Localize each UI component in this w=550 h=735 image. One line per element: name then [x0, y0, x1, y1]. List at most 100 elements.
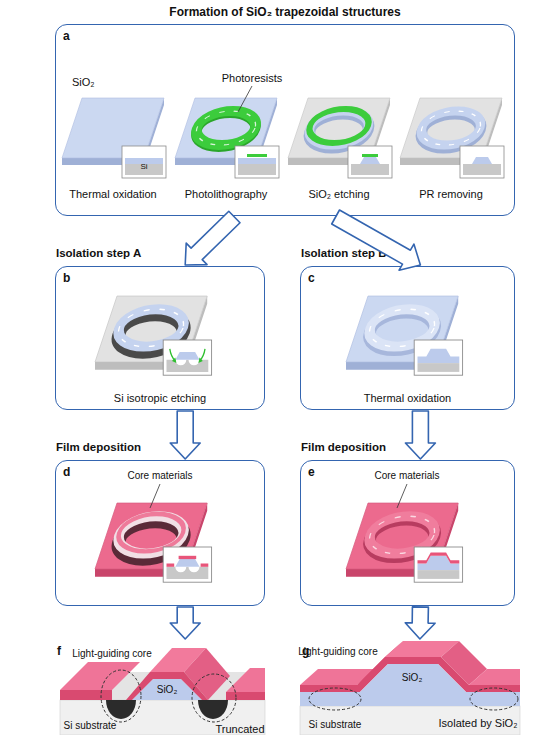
cross-section-inset [163, 340, 211, 375]
resist-ring [304, 109, 373, 143]
part-label: Core materials [374, 470, 439, 481]
part-label: Thermal oxidation [69, 188, 156, 200]
panel-letter: b [63, 271, 70, 285]
si-layer [418, 570, 460, 579]
core-layer [167, 564, 175, 567]
process-panel: Film depositiond [55, 460, 265, 606]
oxidized-wafer [62, 98, 166, 178]
flow-arrow [170, 411, 200, 459]
si-layer [167, 567, 209, 579]
flow-arrow [185, 211, 240, 265]
cross-section-inset [122, 146, 166, 178]
leader-line [238, 86, 252, 112]
step-caption: Thermal oxidation [301, 392, 514, 404]
sio2-trapezoid [175, 559, 199, 567]
undercut-wafer [95, 296, 212, 375]
part-label: Si substrate [64, 720, 117, 731]
panel-heading: Formation of SiO₂ trapezoidal structures [56, 5, 514, 19]
flow-arrow [332, 210, 421, 270]
core-film-front [226, 692, 265, 700]
part-label: Si [140, 163, 147, 172]
si-layer [167, 360, 209, 372]
panel-heading: Film deposition [301, 441, 386, 453]
wafer-side [95, 296, 207, 370]
sio2-front [300, 664, 520, 706]
inset-frame [122, 146, 166, 178]
panel-heading: Isolation step A [56, 247, 141, 259]
cross-section-inset [163, 547, 211, 582]
core-slope [184, 648, 230, 700]
part-label: SiO₂ [402, 672, 423, 683]
highlight-ellipse [309, 688, 361, 710]
flow-arrow [405, 411, 435, 459]
part-label: Light-guiding core [298, 646, 378, 657]
ring-highlight [416, 111, 485, 145]
panel-letter: f [57, 644, 61, 658]
resist-ring [191, 111, 260, 145]
core-layer [179, 556, 197, 559]
highlight-ellipse [192, 674, 236, 722]
core-film-top [60, 662, 140, 690]
leader-line [397, 484, 407, 508]
highlight-ellipse [470, 688, 518, 710]
core-front [126, 672, 208, 700]
sio2-trapezoid [175, 352, 199, 360]
ring-highlight [191, 111, 260, 145]
undercut-cavity [106, 700, 136, 719]
core-film-front [60, 690, 112, 700]
etch-arrow-head [198, 358, 202, 364]
highlight-ellipse [101, 670, 141, 722]
sio2-layer [238, 158, 276, 164]
leader-line [150, 484, 160, 508]
part-label: Core materials [127, 470, 192, 481]
sio2-trapezoid [360, 157, 380, 164]
part-label: Photoresists [222, 72, 283, 84]
inset-frame [460, 146, 504, 178]
etch-arrow-head [172, 358, 176, 364]
panel-heading: Film deposition [56, 441, 141, 453]
part-label: SiO₂ etching [308, 188, 369, 200]
core-film-top [469, 669, 520, 685]
core-layer [201, 564, 209, 567]
part-label: Si substrate [309, 719, 362, 730]
wafer-side [288, 98, 390, 165]
wafer-top [95, 503, 207, 569]
process-panel: Film depositione [300, 460, 515, 606]
wafer-top [95, 296, 207, 362]
sio2-trapezoid [472, 157, 492, 164]
process-panel: Isolation step BcThermal oxidation [300, 266, 515, 410]
panel-heading: Isolation step B [301, 247, 387, 259]
part-label: PR removing [419, 188, 483, 200]
part-label: Photolithography [185, 188, 268, 200]
reoxidized-wafer [346, 296, 463, 375]
inset-frame [348, 146, 392, 178]
coated-undercut-wafer [95, 503, 212, 582]
flow-arrow [170, 607, 200, 639]
substrate-front [60, 700, 265, 735]
core-layer [418, 553, 460, 564]
undercut-cavity [198, 700, 228, 719]
part-label: SiO₂ [157, 684, 178, 695]
cross-section-inset [414, 547, 462, 582]
si-layer [351, 164, 389, 175]
ring-wafer [400, 98, 504, 178]
inset-frame [414, 547, 462, 582]
part-label: SiO₂ [72, 76, 95, 88]
resist-layer [247, 154, 267, 157]
etched-wafer [288, 98, 392, 178]
core-ring-top [113, 514, 189, 551]
inset-frame [163, 547, 211, 582]
cross-section-inset [348, 146, 392, 178]
inset-frame [163, 340, 211, 375]
coated-oxidized-wafer [346, 503, 463, 582]
step-caption: Si isotropic etching [56, 392, 264, 404]
panel-letter: a [63, 29, 70, 43]
inset-frame [414, 340, 462, 375]
panel-letter: c [308, 271, 315, 285]
sio2-layer [418, 349, 460, 363]
cross-section-inset [460, 146, 504, 178]
cross-section-inset [414, 340, 462, 375]
si-layer [463, 164, 501, 175]
